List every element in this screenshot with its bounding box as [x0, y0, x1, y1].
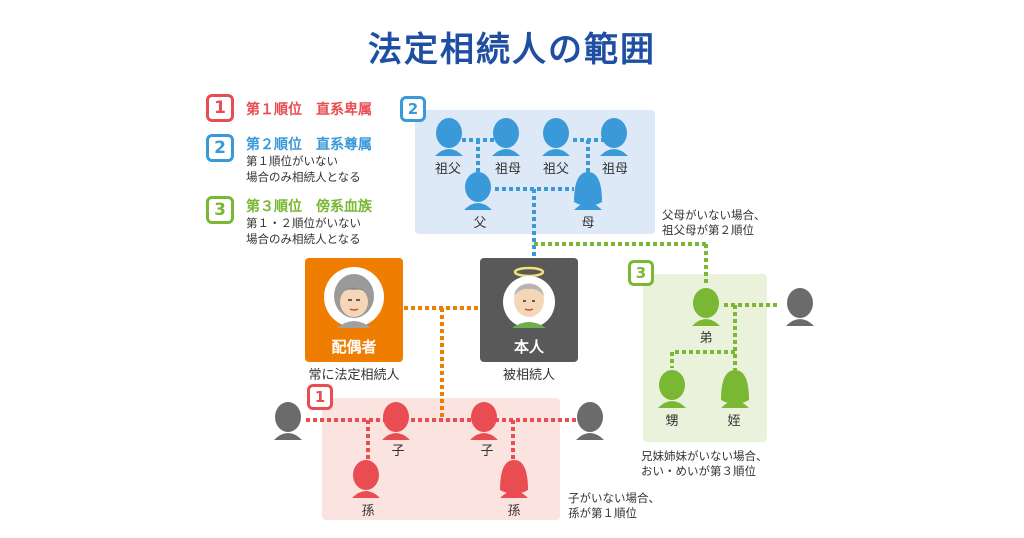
child-1-label: 子	[391, 444, 405, 459]
legend-badge-1: 1	[206, 94, 234, 122]
spouse-connectors	[404, 306, 480, 420]
grandmother-paternal-icon	[492, 118, 520, 156]
self-label: 本人	[513, 338, 544, 356]
legend-badge-3: 3	[206, 196, 234, 224]
niece-icon	[721, 370, 749, 408]
zone-badge-3: 3	[628, 260, 654, 286]
spouse-portrait	[324, 267, 384, 328]
child-spouse-2-icon	[576, 402, 604, 440]
grandmother-maternal-label: 祖母	[601, 162, 628, 177]
sibling-note-line2: おい・めいが第３順位	[641, 464, 756, 478]
legend: 1 第１順位 直系卑属 2 第２順位 直系尊属 第１順位がいない 場合のみ相続人…	[206, 94, 406, 246]
self-card: 本人	[480, 258, 578, 362]
legend-note-3-line2: 場合のみ相続人となる	[246, 232, 361, 246]
page-title: 法定相続人の範囲	[368, 30, 656, 70]
legend-note-2-line1: 第１順位がいない	[246, 154, 338, 168]
legend-title-1: 第１順位 直系卑属	[246, 102, 372, 118]
ascendant-note-line2: 祖父母が第２順位	[662, 223, 754, 237]
legend-note-3-line1: 第１・２順位がいない	[246, 216, 361, 230]
spouse-label: 配偶者	[331, 338, 377, 356]
grandchild-1-icon	[352, 460, 380, 498]
legend-title-3: 第３順位 傍系血族	[246, 199, 372, 215]
father-icon	[464, 172, 492, 210]
younger-brother-label: 弟	[699, 331, 713, 346]
grandmother-maternal-icon	[600, 118, 628, 156]
child-1-icon	[382, 402, 410, 440]
self-portrait	[503, 266, 555, 328]
grandfather-paternal-icon	[435, 118, 463, 156]
spouse-caption: 常に法定相続人	[308, 368, 400, 383]
sibling-spouse-icon	[786, 288, 814, 326]
mother-label: 母	[581, 216, 595, 231]
child-2-label: 子	[480, 444, 494, 459]
descendant-connectors	[306, 418, 578, 470]
child-2-icon	[470, 402, 498, 440]
father-label: 父	[473, 216, 487, 231]
legend-badge-2: 2	[206, 134, 234, 162]
sibling-note-line1: 兄妹姉妹がいない場合、	[641, 449, 768, 463]
niece-label: 姪	[727, 414, 741, 429]
grandchild-2-icon	[500, 460, 528, 498]
child-spouse-1-icon	[274, 402, 302, 440]
ascendant-connectors	[462, 138, 605, 258]
mother-icon	[574, 172, 602, 210]
nephew-icon	[658, 370, 686, 408]
grandfather-maternal-icon	[542, 118, 570, 156]
zone-badge-1: 1	[307, 384, 333, 410]
younger-brother-icon	[692, 288, 720, 326]
nephew-label: 甥	[665, 414, 679, 429]
legend-note-2-line2: 場合のみ相続人となる	[246, 170, 361, 184]
grandfather-maternal-label: 祖父	[542, 162, 569, 177]
grandchild-1-label: 孫	[361, 504, 375, 519]
ascendant-note-line1: 父母がいない場合、	[662, 208, 766, 222]
grandfather-paternal-label: 祖父	[434, 162, 461, 177]
halo-icon	[513, 266, 545, 278]
sibling-connectors	[534, 242, 780, 370]
spouse-card: 配偶者	[305, 258, 403, 362]
grandchild-2-label: 孫	[507, 504, 521, 519]
self-caption: 被相続人	[502, 368, 555, 383]
descendant-note-line1: 子がいない場合、	[568, 491, 660, 505]
legend-title-2: 第２順位 直系尊属	[246, 137, 372, 153]
zone-badge-2: 2	[400, 96, 426, 122]
grandmother-paternal-label: 祖母	[494, 162, 521, 177]
descendant-note-line2: 孫が第１順位	[568, 506, 637, 520]
